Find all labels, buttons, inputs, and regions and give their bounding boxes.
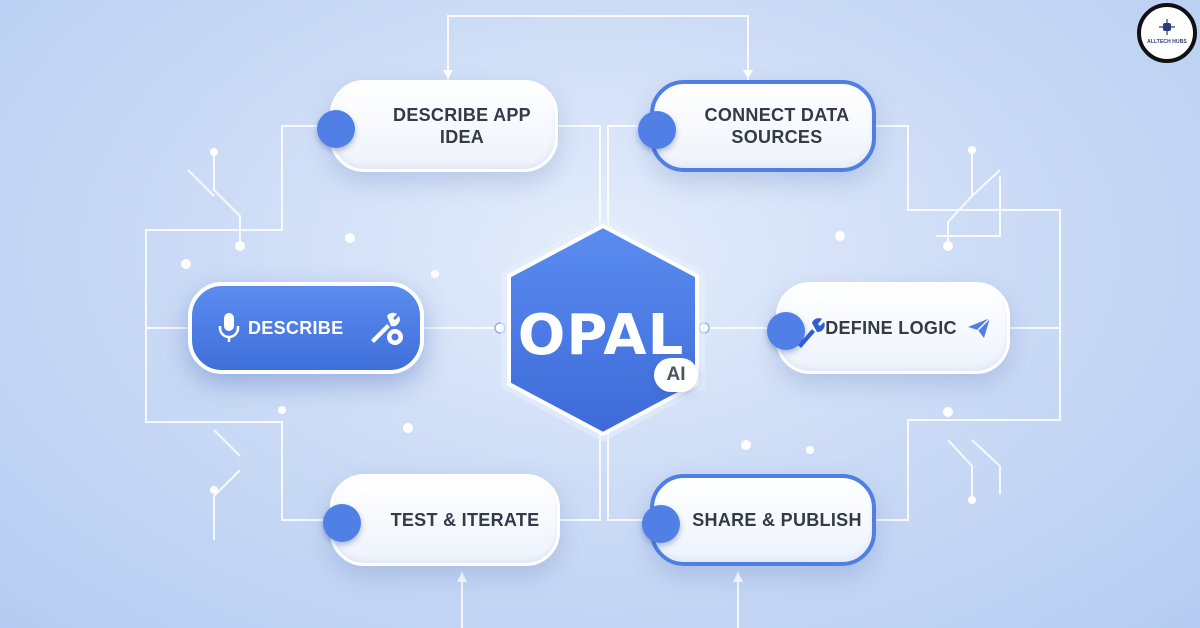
paper-plane-icon <box>967 317 991 338</box>
node-connector-dot <box>638 111 676 149</box>
decor-dot <box>431 270 439 278</box>
node-connector-dot <box>767 312 805 350</box>
node-label: DESCRIBE <box>248 318 344 338</box>
microphone-icon <box>218 313 240 342</box>
wrench-icon <box>798 318 825 348</box>
brand-logo: ALLTECH HUBS <box>1137 3 1197 63</box>
node-label: DEFINE LOGIC <box>825 318 957 338</box>
tools-icon <box>371 312 404 345</box>
node-connector-dot <box>323 504 361 542</box>
decor-dot <box>345 233 355 243</box>
node-describe[interactable]: DESCRIBE <box>188 282 424 374</box>
brand-text: ALLTECH HUBS <box>1147 39 1187 45</box>
node-describe-app-idea[interactable]: DESCRIBE APP IDEA <box>317 80 558 172</box>
node-test-iterate[interactable]: TEST & ITERATE <box>323 474 560 566</box>
circuit-chip-icon <box>1159 19 1175 35</box>
node-connector-dot <box>317 110 355 148</box>
node-label-line2: SOURCES <box>731 127 823 147</box>
node-share-publish[interactable]: SHARE & PUBLISH <box>642 474 876 566</box>
node-connect-data-sources[interactable]: CONNECT DATA SOURCES <box>638 80 876 172</box>
node-label: SHARE & PUBLISH <box>692 510 862 530</box>
node-connector-dot <box>642 505 680 543</box>
decor-dot <box>403 423 413 433</box>
ai-badge: AI <box>654 358 698 392</box>
node-define-logic[interactable]: DEFINE LOGIC <box>767 282 1010 374</box>
hub-hexagon <box>501 218 705 442</box>
top-loop-wire <box>447 15 749 80</box>
node-label-line1: CONNECT DATA <box>704 105 850 125</box>
hub-title: OPAL <box>517 303 685 368</box>
decor-dot <box>181 259 191 269</box>
node-label: TEST & ITERATE <box>390 510 540 530</box>
node-label: CONNECT DATA SOURCES <box>705 104 850 148</box>
node-label: DESCRIBE APP IDEA <box>393 105 531 147</box>
hub: OPAL <box>478 215 724 445</box>
